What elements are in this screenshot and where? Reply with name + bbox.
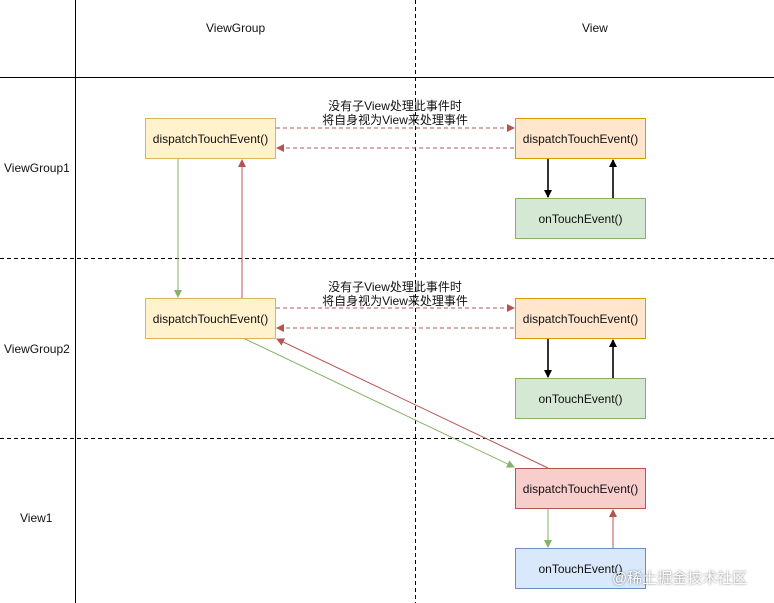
vg2-dispatch-touch-event-node: dispatchTouchEvent() (145, 298, 276, 339)
vg1-view-dispatch-touch-event-node: dispatchTouchEvent() (515, 118, 646, 159)
vg1-note-line1: 没有子View处理此事件时 (328, 99, 462, 113)
vg2-on-touch-event-node: onTouchEvent() (515, 378, 646, 419)
v1-dispatch-touch-event-node: dispatchTouchEvent() (515, 468, 646, 509)
vg1-dispatch-touch-event-node: dispatchTouchEvent() (145, 118, 276, 159)
vg2-note-line1: 没有子View处理此事件时 (328, 280, 462, 294)
vg2-note-line2: 将自身视为View来处理事件 (322, 294, 468, 308)
vg2-to-view1-arrow (242, 337, 515, 468)
watermark: @稀土掘金技术社区 (612, 570, 748, 587)
vg1-note-line2: 将自身视为View来处理事件 (322, 113, 468, 127)
vg2-note: 没有子View处理此事件时 将自身视为View来处理事件 (300, 280, 490, 308)
column-header-viewgroup: ViewGroup (206, 21, 266, 35)
vg1-on-touch-event-node: onTouchEvent() (515, 198, 646, 239)
vg1-note: 没有子View处理此事件时 将自身视为View来处理事件 (300, 99, 490, 127)
vg2-view-dispatch-touch-event-node: dispatchTouchEvent() (515, 298, 646, 339)
row-label-viewgroup2: ViewGroup2 (4, 342, 70, 356)
row-label-viewgroup1: ViewGroup1 (4, 161, 70, 175)
column-header-view: View (582, 21, 608, 35)
v1-on-touch-event-node: onTouchEvent() (515, 548, 646, 589)
view1-to-vg2-arrow (276, 338, 549, 469)
row-label-view1: View1 (20, 511, 53, 525)
